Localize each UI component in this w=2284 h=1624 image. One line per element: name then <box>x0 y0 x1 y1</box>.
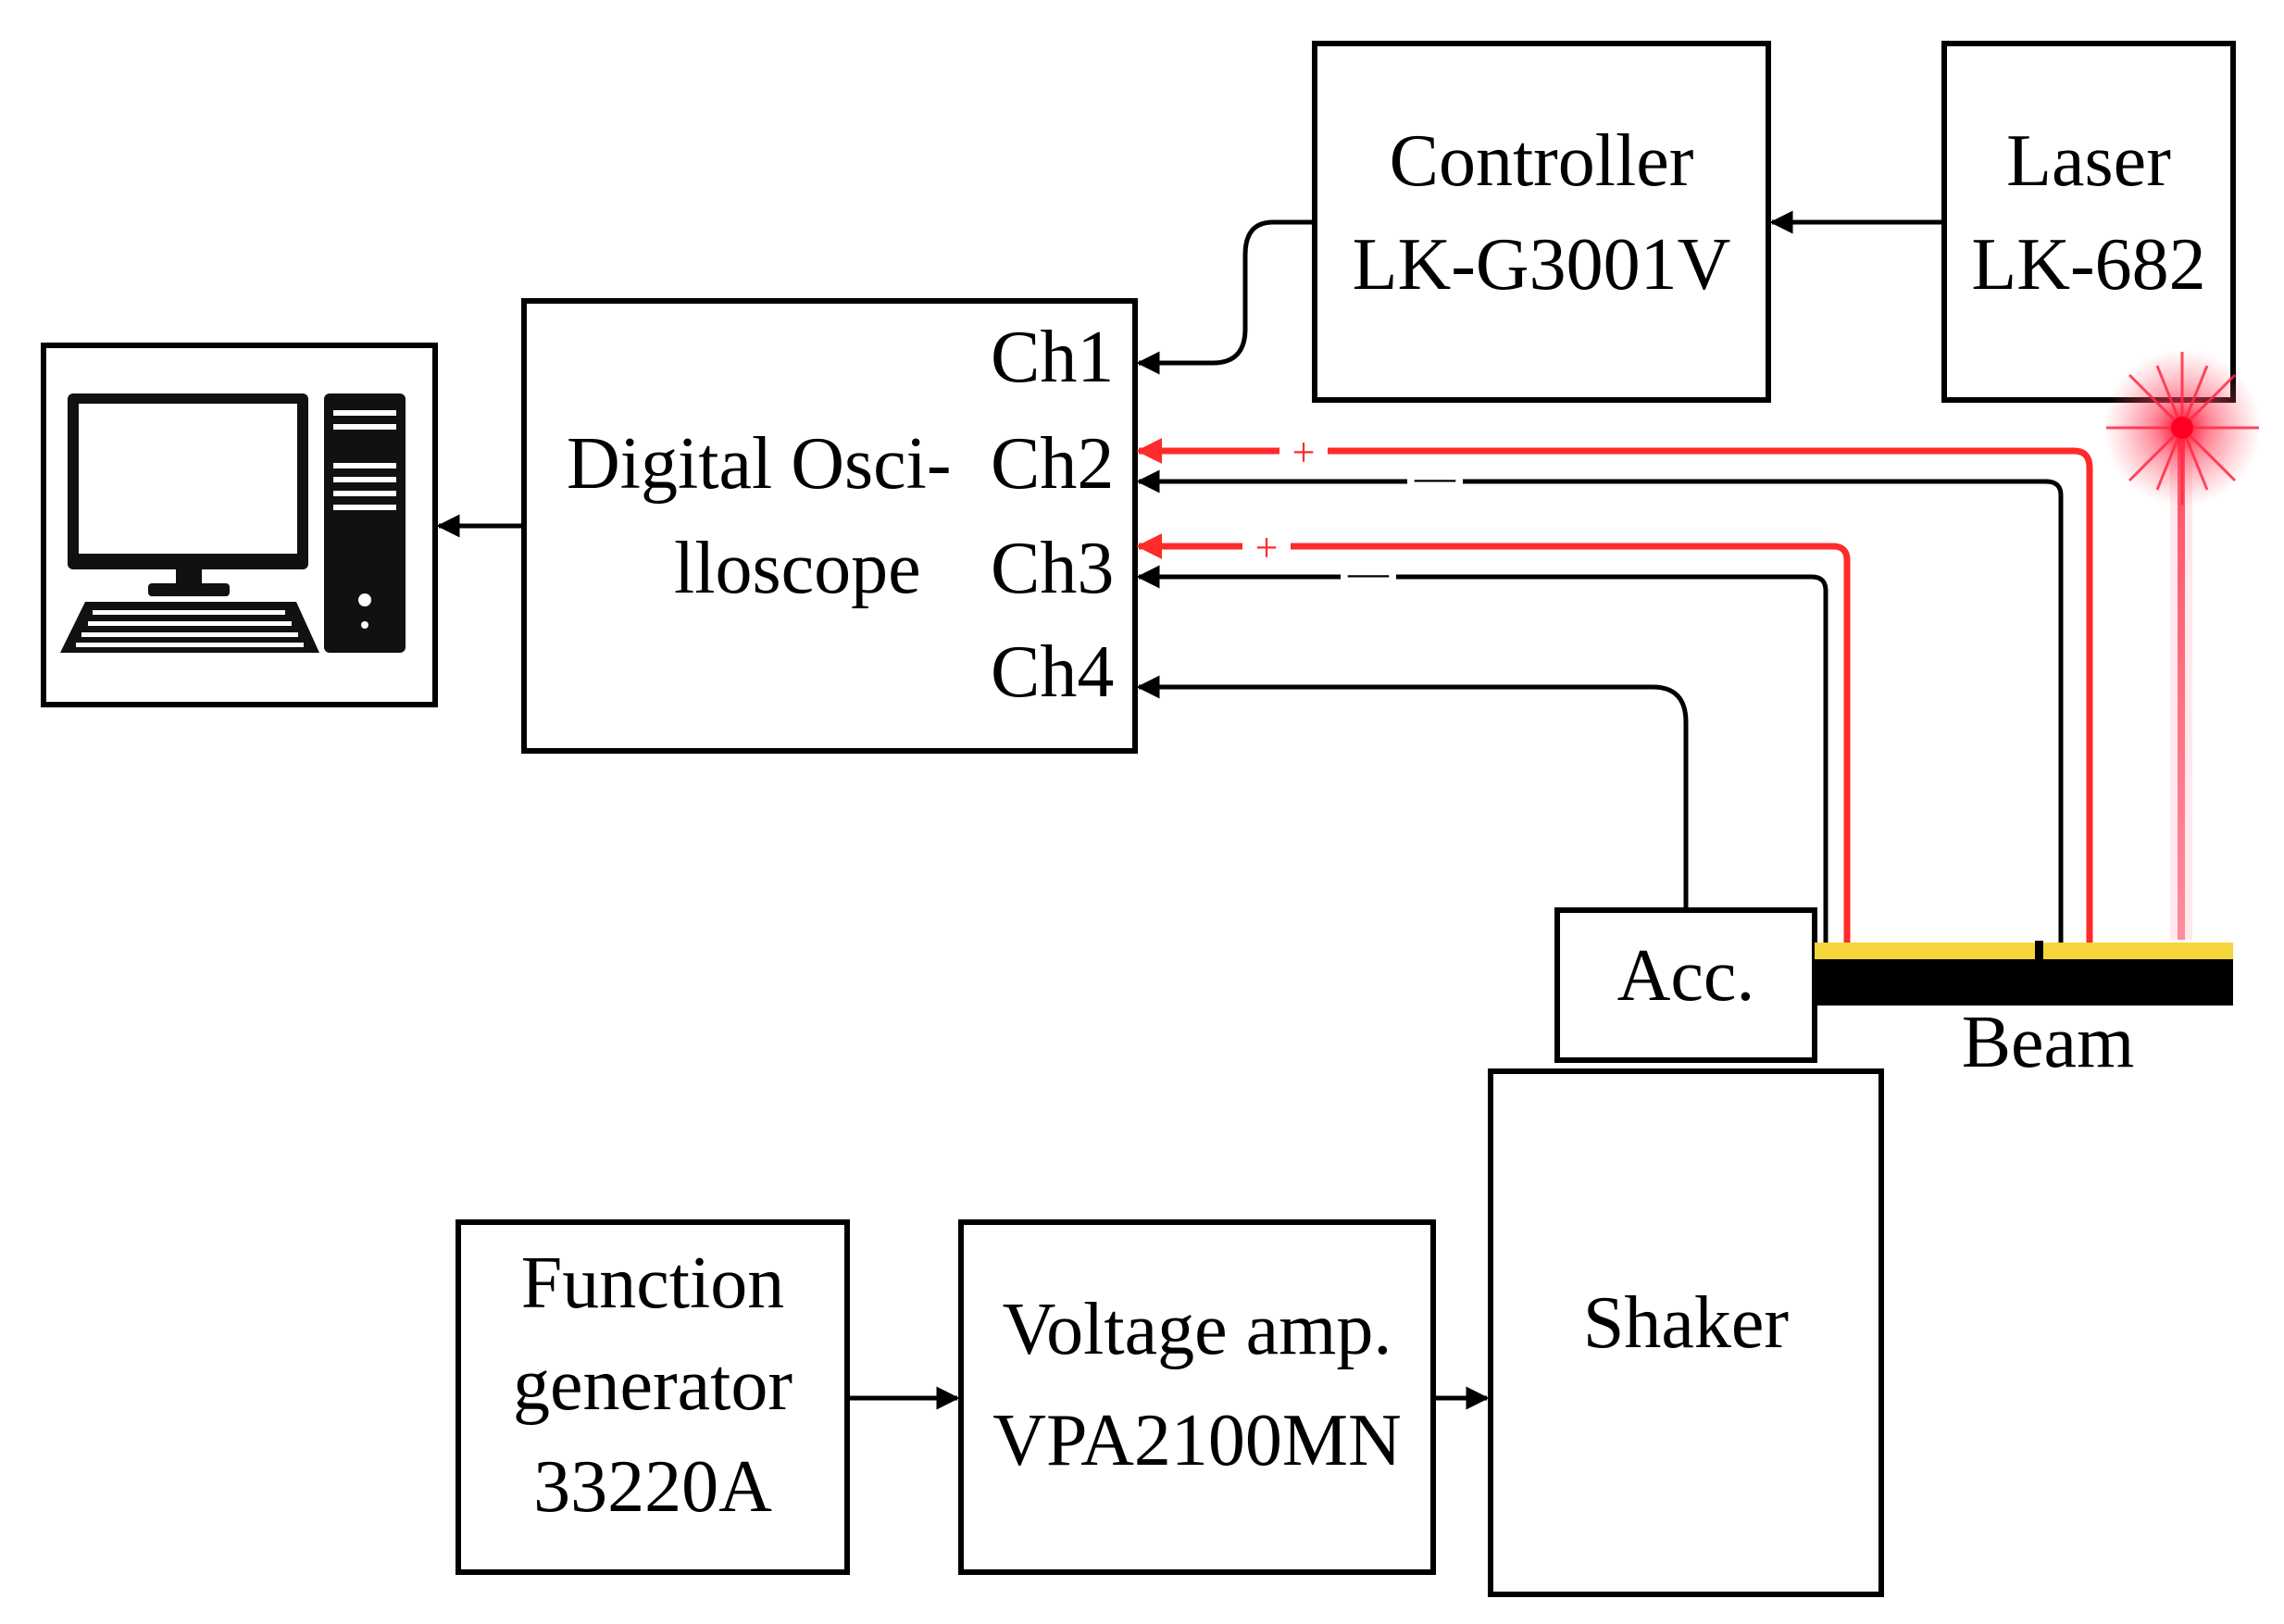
function-generator-label-line3: 33220A <box>533 1446 772 1528</box>
oscilloscope-box <box>521 298 1138 754</box>
desktop-computer-icon <box>60 394 406 653</box>
channel-label-ch4: Ch4 <box>991 631 1114 713</box>
laser-glow-icon <box>2103 349 2261 506</box>
svg-text:—: — <box>1414 455 1456 500</box>
wire-ch2-positive <box>1136 438 2093 943</box>
laser-label-line1: Laser <box>2006 120 2171 202</box>
function-generator-label-line2: generator <box>513 1344 793 1426</box>
svg-text:+: + <box>1255 525 1279 570</box>
wire-ch2-negative <box>1136 469 2064 943</box>
beam-label: Beam <box>1962 1002 2135 1083</box>
function-generator-label-line1: Function <box>521 1243 784 1324</box>
shaker-box <box>1488 1068 1884 1597</box>
controller-label-line2: LK-G3001V <box>1353 224 1731 306</box>
shaker-label: Shaker <box>1583 1282 1789 1364</box>
wire-ch3-positive <box>1136 533 1851 943</box>
laser-beam-ray <box>2170 435 2192 940</box>
accelerometer-box <box>1554 907 1817 1063</box>
controller-label-line1: Controller <box>1390 120 1694 202</box>
laser-box <box>1941 41 2236 403</box>
oscilloscope-label-line2: lloscope <box>674 528 921 609</box>
svg-text:—: — <box>1347 550 1390 595</box>
channel-label-ch3: Ch3 <box>991 528 1114 609</box>
controller-box <box>1312 41 1771 403</box>
ch2-minus-sign: — <box>1407 455 1463 500</box>
channel-label-ch2: Ch2 <box>991 423 1114 505</box>
accelerometer-label: Acc. <box>1617 935 1755 1017</box>
ch3-minus-sign: — <box>1341 550 1396 595</box>
beam-bar <box>1815 941 2233 1006</box>
ch3-plus-sign: + <box>1242 525 1291 570</box>
voltage-amp-box <box>958 1219 1436 1575</box>
laser-label-line2: LK-682 <box>1971 224 2205 306</box>
ch2-plus-sign: + <box>1279 430 1328 475</box>
svg-text:+: + <box>1292 430 1316 475</box>
voltage-amp-label-line1: Voltage amp. <box>1003 1289 1392 1370</box>
arrow-controller-to-ch1 <box>1136 219 1315 375</box>
function-generator-box <box>456 1219 850 1575</box>
voltage-amp-label-line2: VPA2100MN <box>992 1400 1402 1481</box>
arrow-acc-to-ch4 <box>1136 675 1689 910</box>
channel-label-ch1: Ch1 <box>991 317 1114 398</box>
oscilloscope-label-line1: Digital Osci- <box>567 423 951 505</box>
wire-ch3-negative <box>1136 565 1828 943</box>
